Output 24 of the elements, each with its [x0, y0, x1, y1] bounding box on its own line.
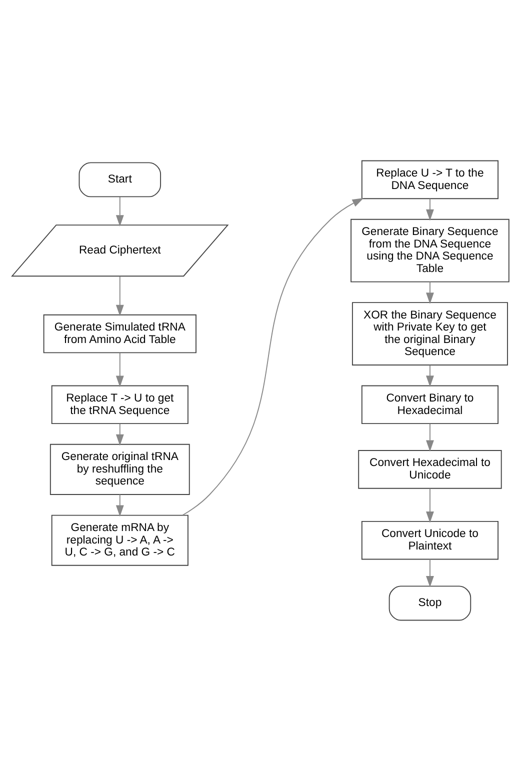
arrow — [116, 494, 124, 516]
node-box: Convert Hexadecimal to Unicode — [358, 450, 502, 488]
arrow — [426, 280, 434, 304]
node-box: Convert Binary to Hexadecimal — [361, 384, 498, 424]
arrow — [426, 364, 434, 386]
node-box: Generate Simulated tRNA from Amino Acid Table — [43, 314, 196, 353]
node-box: Generate original tRNA by reshuffling the sequence — [50, 443, 190, 494]
node-box: Convert Unicode to Plaintext — [361, 520, 498, 560]
node-box: Replace U -> T to the DNA Sequence — [361, 160, 498, 199]
arrow — [116, 275, 124, 316]
arrow — [426, 488, 434, 522]
arrow — [116, 422, 124, 446]
arrow — [426, 198, 434, 220]
node-box: Generate mRNA by replacing U -> A, A -> U, C -> G, and G -> C — [51, 514, 188, 566]
arrow — [182, 198, 364, 516]
node-box: Generate Binary Sequence from the DNA Sequence using the DNA Sequence Table — [350, 218, 510, 282]
node-box: XOR the Binary Sequence with Private Key to get the original Binary Sequence — [352, 302, 508, 365]
node-box: Stop — [388, 585, 472, 620]
arrow — [116, 352, 124, 387]
arrow — [426, 422, 434, 452]
arrow — [426, 558, 434, 587]
arrow — [116, 196, 124, 226]
node-box: Replace T -> U to get the tRNA Sequence — [51, 384, 188, 424]
node-box: Start — [78, 162, 162, 197]
